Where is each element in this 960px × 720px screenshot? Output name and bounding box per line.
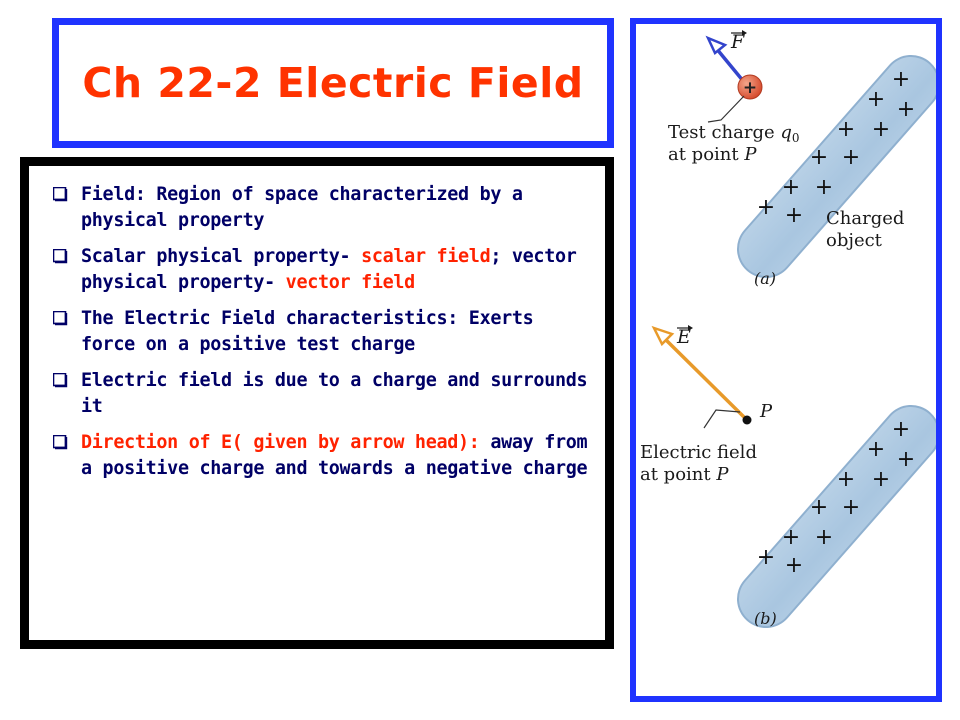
panel-a: +++++++++++ F + Test charge q0 at point … bbox=[668, 30, 936, 288]
bullet-text: scalar field bbox=[361, 246, 491, 267]
bullet-text: Electric field is due to a charge and su… bbox=[81, 370, 588, 417]
plus-sign: + bbox=[782, 175, 800, 200]
plus-sign: + bbox=[785, 553, 803, 578]
slide-title: Ch 22-2 Electric Field bbox=[82, 59, 584, 107]
plus-sign: + bbox=[842, 495, 860, 520]
test-charge-label-2: at point P bbox=[668, 144, 757, 165]
checkbox-bullet-icon bbox=[53, 249, 68, 264]
plus-sign: + bbox=[867, 87, 885, 112]
bullet-text: ; vector physical property- bbox=[81, 246, 577, 293]
point-p-label: P bbox=[759, 401, 773, 422]
field-arrow bbox=[651, 325, 749, 422]
bullet-item: Direction of E( given by arrow head): aw… bbox=[53, 430, 595, 482]
bullet-text: away from a positive charge and towards … bbox=[81, 432, 588, 479]
content-box: Field: Region of space characterized by … bbox=[20, 157, 614, 649]
plus-sign: + bbox=[867, 437, 885, 462]
test-charge-leader bbox=[707, 95, 745, 123]
plus-sign: + bbox=[815, 525, 833, 550]
checkbox-bullet-icon bbox=[53, 373, 68, 388]
bullet-text: vector field bbox=[285, 272, 416, 293]
plus-sign: + bbox=[810, 495, 828, 520]
charged-rod-a bbox=[737, 55, 936, 278]
bullet-item: The Electric Field characteristics: Exer… bbox=[53, 306, 595, 358]
plus-sign: + bbox=[837, 117, 855, 142]
plus-signs-a: +++++++++++ bbox=[757, 67, 915, 228]
checkbox-bullet-icon bbox=[53, 187, 68, 202]
force-arrow bbox=[705, 35, 746, 84]
plus-sign: + bbox=[842, 145, 860, 170]
plus-sign: + bbox=[872, 467, 890, 492]
bullet-list: Field: Region of space characterized by … bbox=[29, 166, 605, 482]
bullet-item: Electric field is due to a charge and su… bbox=[53, 368, 595, 420]
panel-b: +++++++++++ E P Electric field at point … bbox=[640, 325, 936, 628]
field-leader bbox=[703, 409, 741, 429]
field-vector-label: E bbox=[676, 326, 691, 348]
plus-sign: + bbox=[782, 525, 800, 550]
plus-sign: + bbox=[897, 447, 915, 472]
field-label-2: at point P bbox=[640, 464, 729, 485]
caption-a: (a) bbox=[754, 269, 776, 288]
checkbox-bullet-icon bbox=[53, 311, 68, 326]
plus-sign: + bbox=[810, 145, 828, 170]
plus-sign: + bbox=[757, 195, 775, 220]
bullet-text: Field: Region of space characterized by … bbox=[81, 184, 523, 231]
bullet-item: Scalar physical property- scalar field; … bbox=[53, 244, 595, 296]
bullet-item: Field: Region of space characterized by … bbox=[53, 182, 595, 234]
electric-field-figure: +++++++++++ F + Test charge q0 at point … bbox=[640, 30, 936, 628]
plus-sign: + bbox=[757, 545, 775, 570]
plus-sign: + bbox=[837, 467, 855, 492]
plus-sign: + bbox=[785, 203, 803, 228]
plus-sign: + bbox=[897, 97, 915, 122]
checkbox-bullet-icon bbox=[53, 435, 68, 450]
test-charge-label-1: Test charge q0 bbox=[668, 122, 800, 145]
test-charge: + bbox=[737, 74, 763, 100]
plus-sign: + bbox=[815, 175, 833, 200]
plus-signs-b: +++++++++++ bbox=[757, 417, 915, 578]
plus-sign: + bbox=[892, 67, 910, 92]
title-box: Ch 22-2 Electric Field bbox=[52, 18, 614, 148]
plus-sign: + bbox=[872, 117, 890, 142]
charged-object-label-1: Charged bbox=[826, 208, 904, 229]
bullet-text: Scalar physical property- bbox=[81, 246, 362, 267]
charged-rod-b bbox=[737, 405, 936, 628]
field-label-1: Electric field bbox=[640, 442, 757, 463]
test-charge-sign: + bbox=[743, 78, 757, 98]
charged-object-label-2: object bbox=[826, 230, 883, 251]
bullet-text: Direction of E( given by arrow head): bbox=[81, 432, 480, 453]
figure-box: +++++++++++ F + Test charge q0 at point … bbox=[630, 18, 942, 702]
bullet-text: The Electric Field characteristics: Exer… bbox=[81, 308, 534, 355]
plus-sign: + bbox=[892, 417, 910, 442]
field-vector-arrowmark bbox=[688, 325, 693, 331]
force-vector-label: F bbox=[730, 31, 745, 53]
caption-b: (b) bbox=[754, 609, 777, 628]
point-p-dot bbox=[742, 415, 752, 425]
force-vector-arrowmark bbox=[742, 30, 747, 36]
